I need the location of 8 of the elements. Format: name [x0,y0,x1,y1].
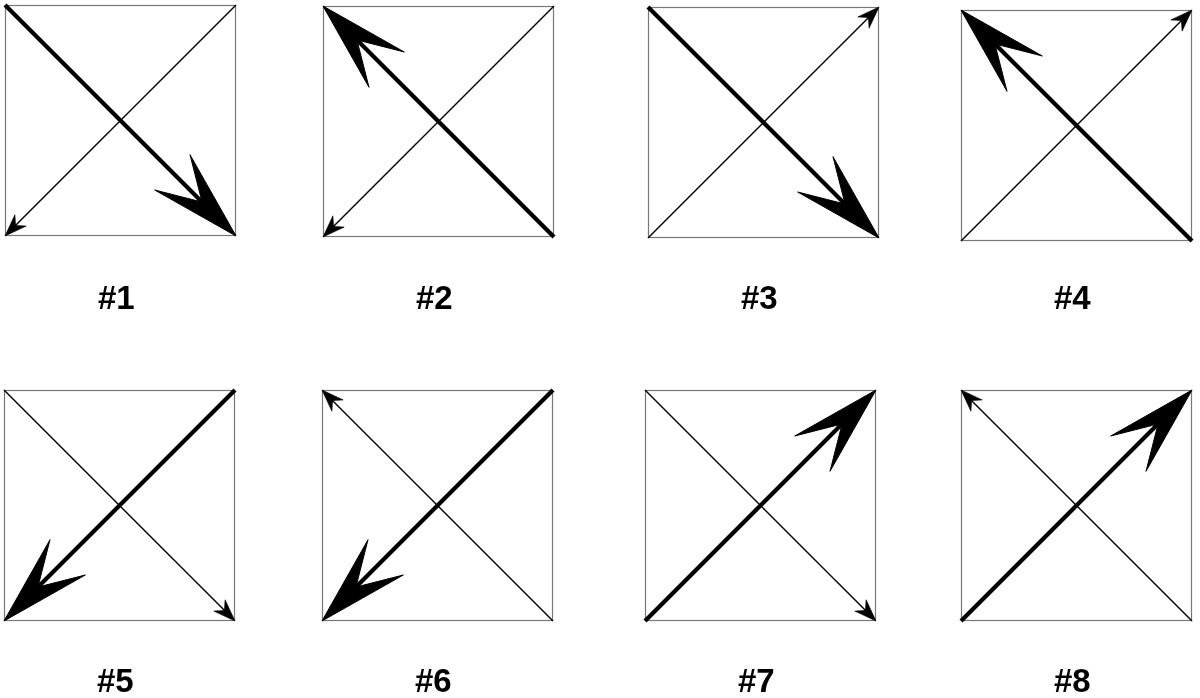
panel-caption: #8 [1054,664,1091,698]
panel-caption: #4 [1054,281,1091,315]
panel-caption: #2 [416,281,453,315]
panel-caption: #1 [98,281,135,315]
panel-caption: #5 [97,664,134,698]
panel-caption: #7 [738,664,775,698]
panel-caption: #6 [415,664,452,698]
panel-caption: #3 [741,281,778,315]
